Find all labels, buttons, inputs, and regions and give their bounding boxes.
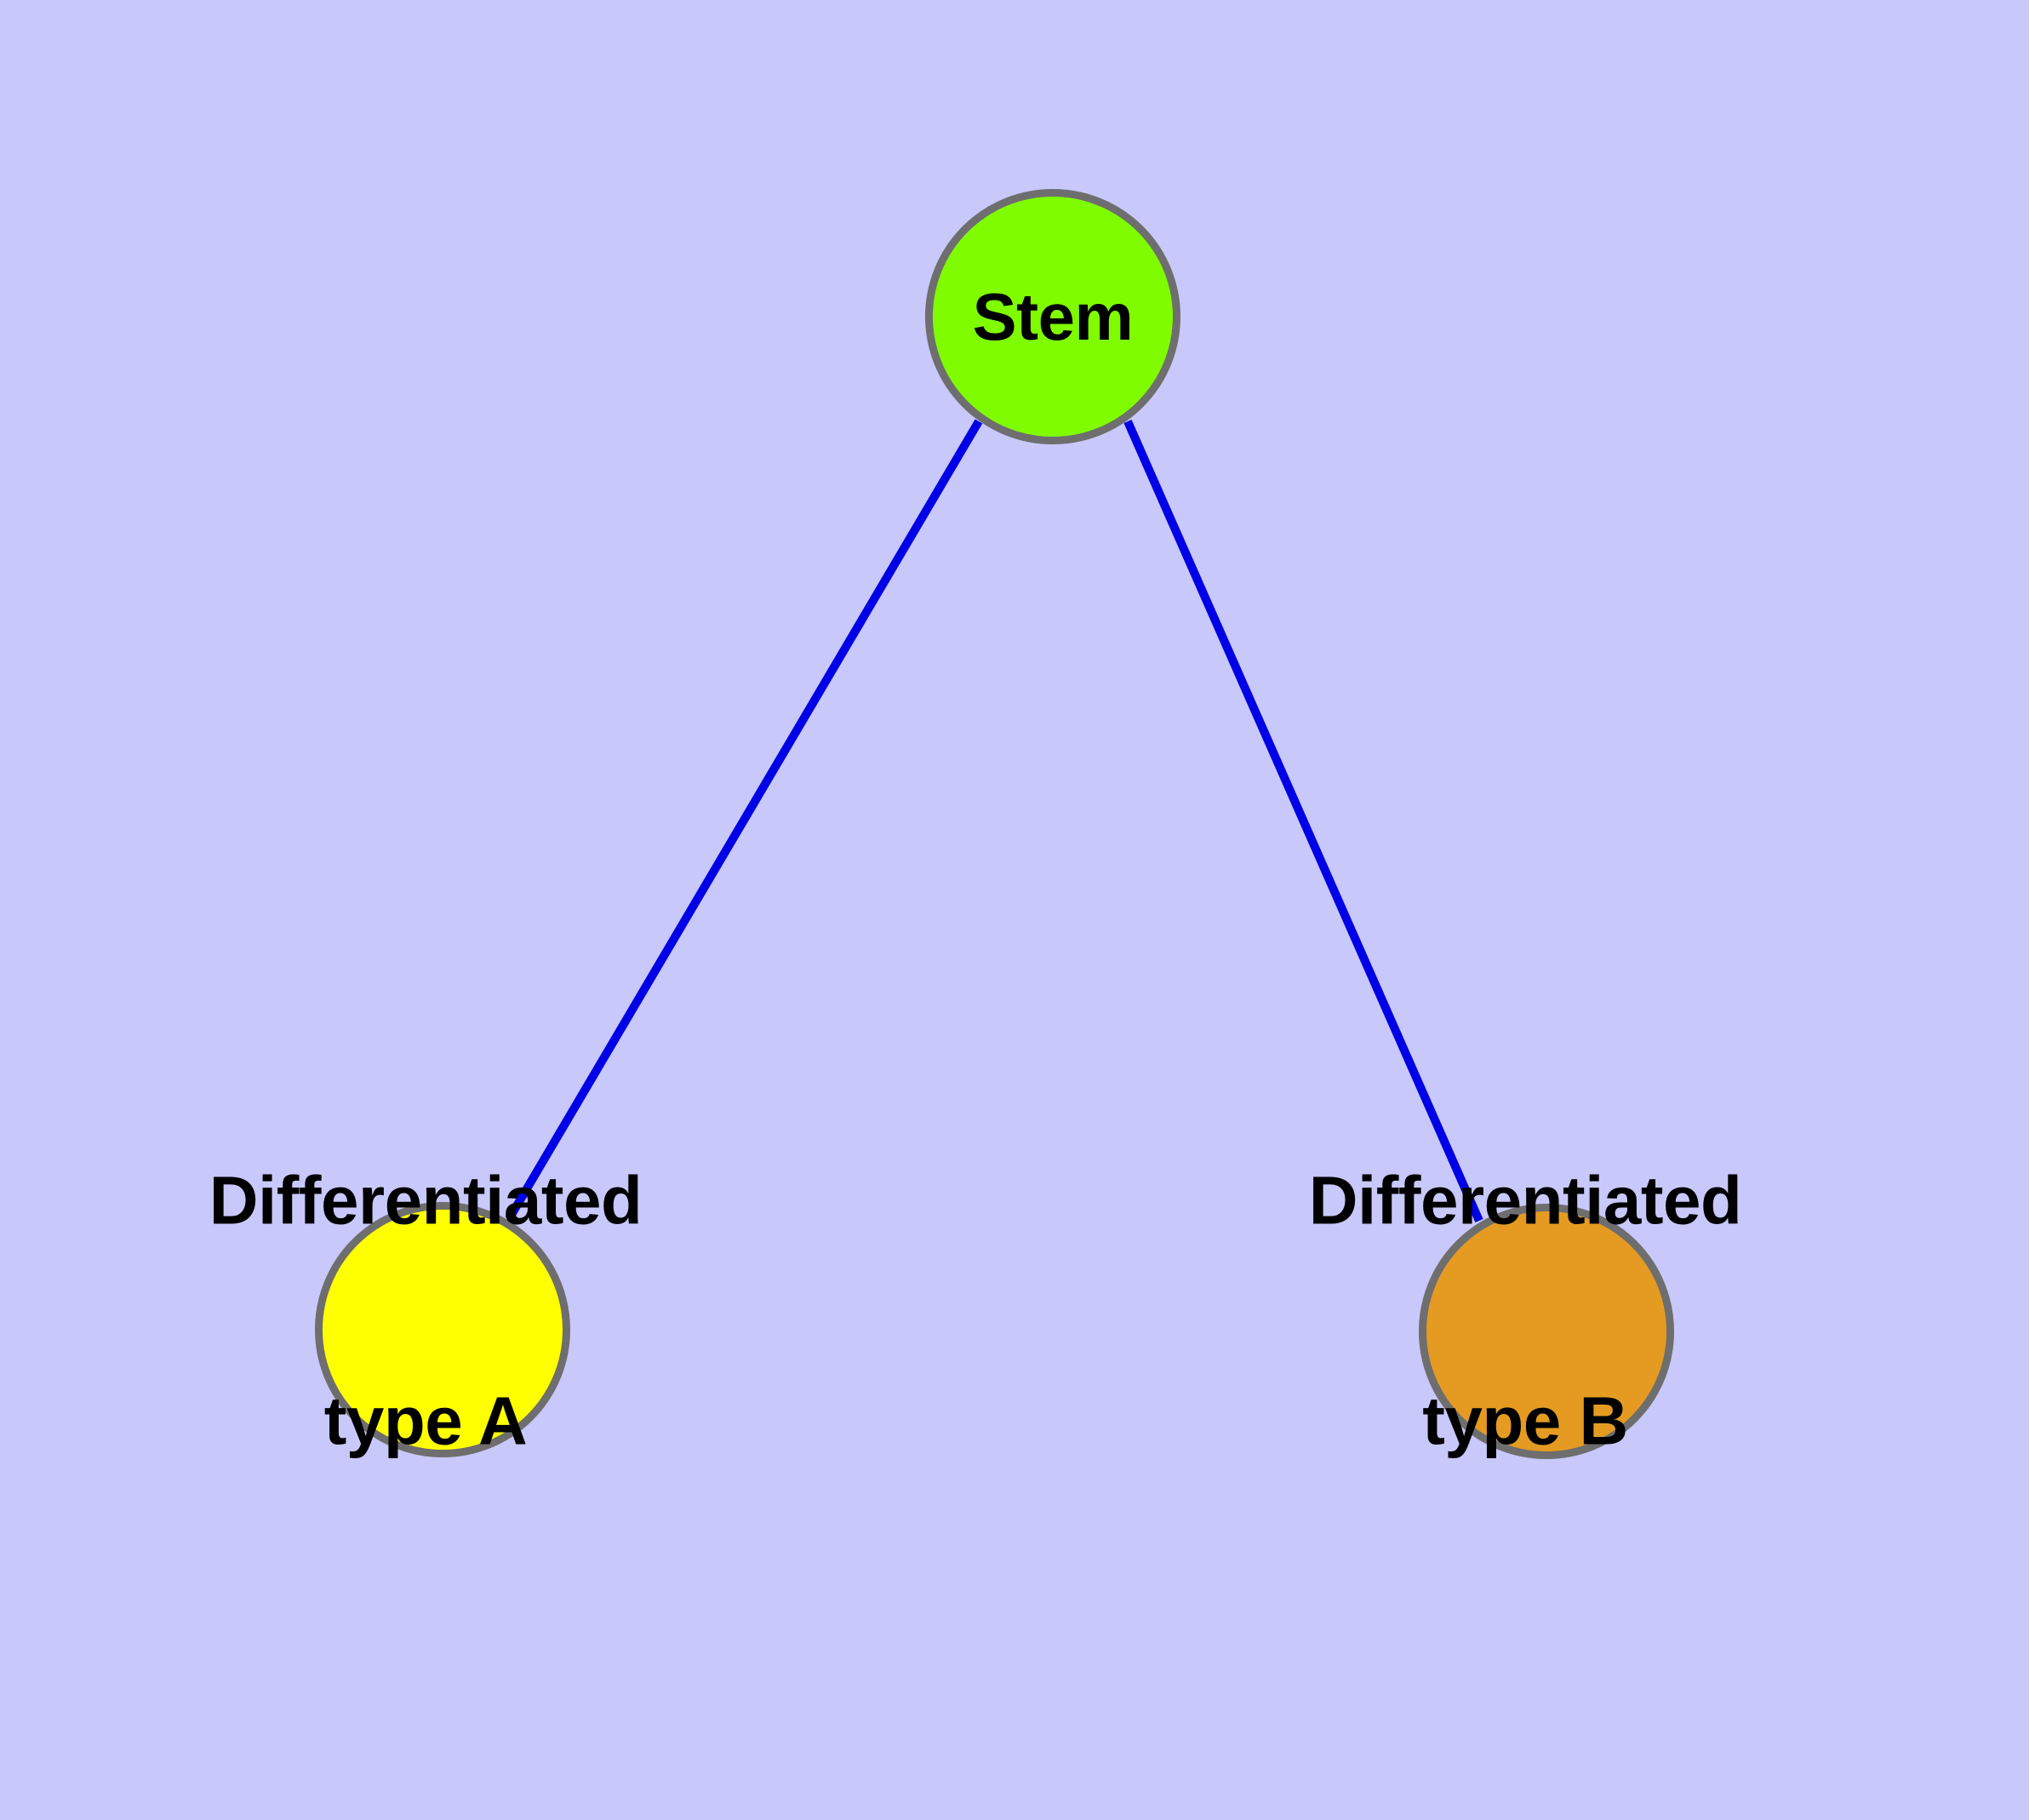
edges-layer — [505, 419, 1483, 1223]
edge-stem-to-differentiated-type-b — [1123, 419, 1483, 1223]
node-stem-circle[interactable] — [925, 189, 1180, 444]
edge-stem-to-differentiated-type-a — [505, 419, 983, 1222]
node-differentiated-type-a-circle[interactable] — [315, 1202, 570, 1457]
node-differentiated-type-b-circle[interactable] — [1419, 1204, 1674, 1459]
nodes-layer — [315, 189, 1674, 1459]
